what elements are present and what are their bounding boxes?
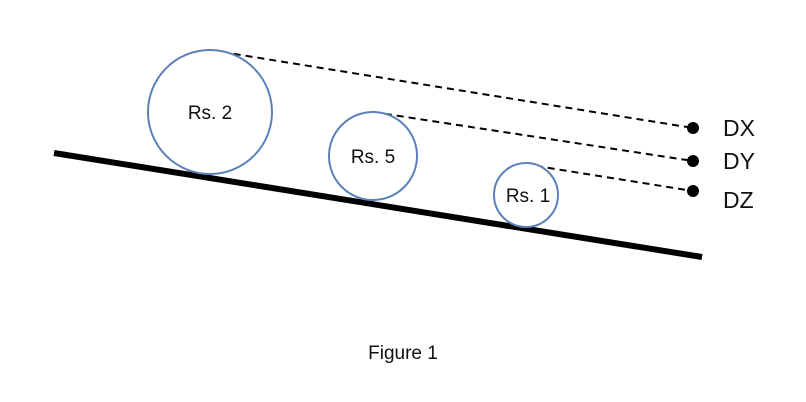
coin-rs-5: Rs. 5 (328, 111, 418, 201)
point-dz-label: DZ (723, 187, 754, 213)
coin-rs-2-circle (147, 49, 273, 175)
coin-rs-1: Rs. 1 (493, 162, 559, 228)
point-dx-label: DX (723, 115, 755, 141)
point-dx-dot (687, 122, 699, 134)
coin-rs-1-circle (493, 162, 559, 228)
dashed-line-dx (209, 49, 694, 129)
coin-rs-1-label: Rs. 1 (506, 186, 550, 207)
point-dz-dot (687, 185, 699, 197)
incline-line (53, 150, 703, 260)
point-dy-dot (687, 155, 699, 167)
dashed-line-dy (372, 111, 694, 162)
coin-rs-5-label: Rs. 5 (351, 147, 395, 168)
coin-rs-5-circle (328, 111, 418, 201)
figure-caption: Figure 1 (368, 343, 438, 364)
coin-rs-2-label: Rs. 2 (188, 103, 232, 124)
coin-rs-2: Rs. 2 (147, 49, 273, 175)
point-dy-label: DY (723, 148, 755, 174)
dashed-line-dz (523, 163, 694, 192)
